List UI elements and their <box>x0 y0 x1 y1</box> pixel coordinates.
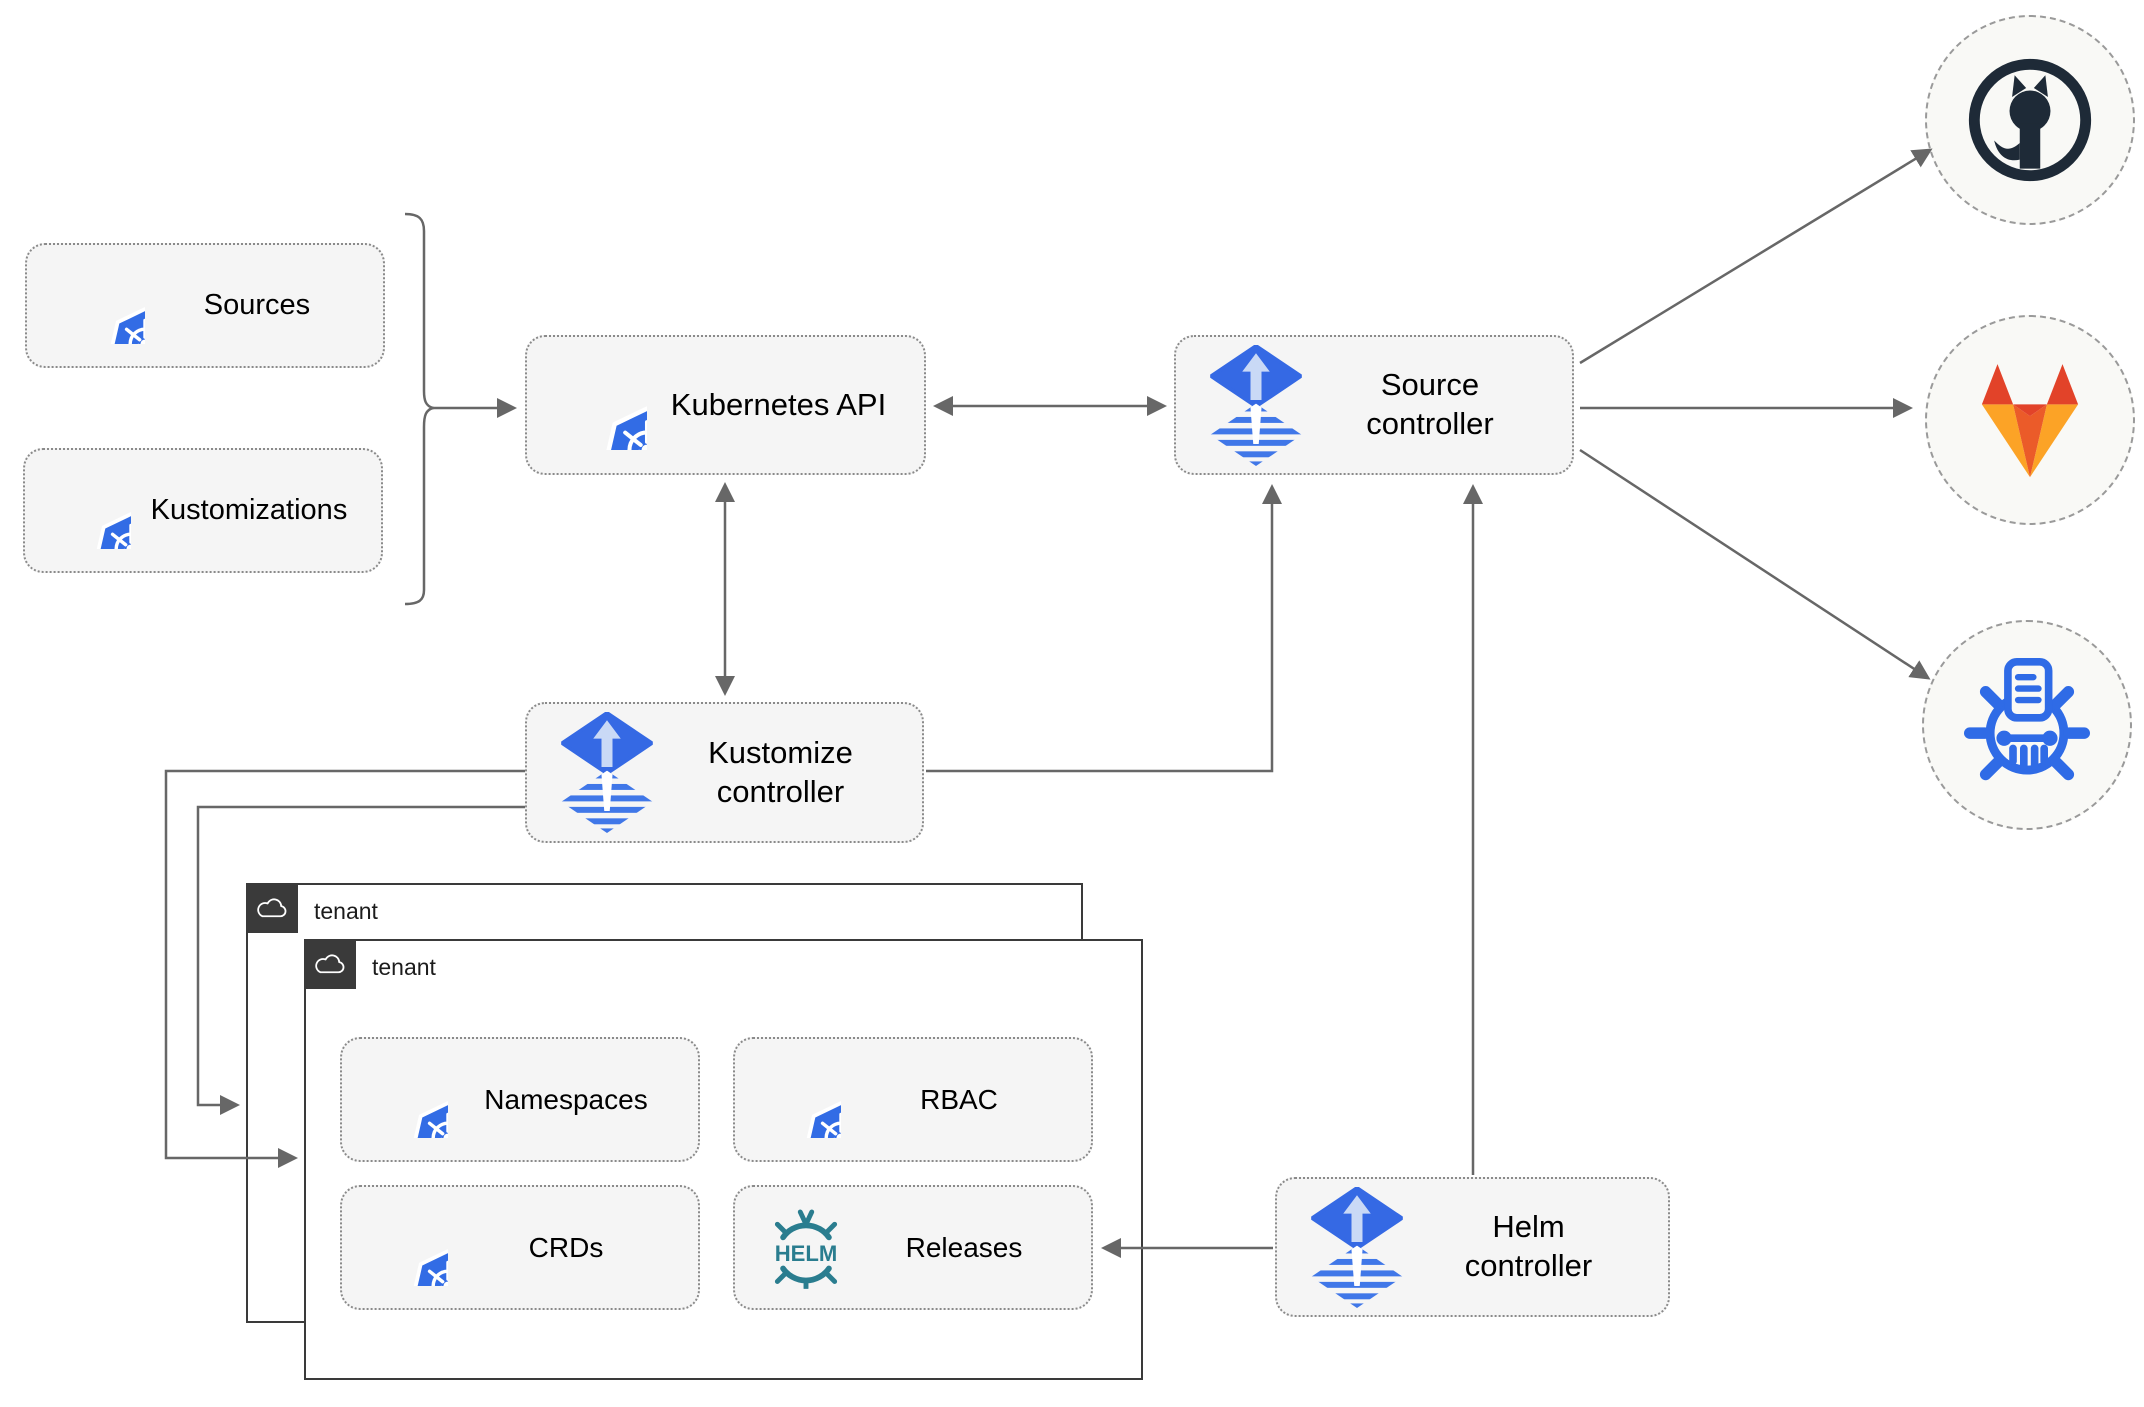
svg-text:HELM: HELM <box>775 1241 838 1266</box>
tenant-front-label: tenant <box>372 954 436 980</box>
node-kustomize-controller-label: Kustomize controller <box>708 734 853 809</box>
harbor-endpoint <box>1922 620 2132 830</box>
node-releases-label: Releases <box>905 1232 1023 1263</box>
brace-sources-group <box>404 212 438 606</box>
flux-icon <box>561 712 653 833</box>
node-rbac: RBAC <box>733 1037 1093 1162</box>
edge-source-controller-to-harbor <box>1579 448 1931 680</box>
github-icon <box>1966 56 2094 184</box>
node-kubernetes-api-label: Kubernetes API <box>670 386 887 422</box>
node-helm-controller-label: Helm controller <box>1464 1209 1593 1283</box>
node-source-controller: Source controller <box>1174 335 1574 475</box>
node-sources-label: Sources <box>203 289 311 322</box>
flux-icon <box>1210 345 1302 466</box>
kubernetes-icon <box>372 1210 448 1286</box>
node-helm-controller: Helm controller <box>1275 1177 1670 1317</box>
kubernetes-icon <box>55 473 131 549</box>
github-endpoint <box>1925 15 2135 225</box>
node-kustomizations-label: Kustomizations <box>150 494 348 527</box>
edge-source-controller-to-github <box>1579 148 1933 365</box>
gitlab-icon <box>1965 360 2095 480</box>
edge-kustomize-controller-to-source-controller <box>926 484 1282 773</box>
tenant-back-label: tenant <box>314 898 378 924</box>
node-namespaces: Namespaces <box>340 1037 700 1162</box>
kubernetes-icon <box>372 1062 448 1138</box>
node-kustomizations: Kustomizations <box>23 448 383 573</box>
node-source-controller-label: Source controller <box>1366 367 1494 441</box>
gitlab-endpoint <box>1925 315 2135 525</box>
kubernetes-icon <box>69 268 145 344</box>
helm-icon: HELM <box>761 1207 851 1289</box>
kubernetes-icon <box>557 360 647 450</box>
node-kubernetes-api: Kubernetes API <box>525 335 926 475</box>
node-crds: CRDs <box>340 1185 700 1310</box>
flux-icon <box>1311 1187 1403 1308</box>
node-sources: Sources <box>25 243 385 368</box>
kubernetes-icon <box>765 1062 841 1138</box>
harbor-registry-icon <box>1957 654 2097 797</box>
cloud-icon <box>304 939 356 989</box>
node-kustomize-controller: Kustomize controller <box>525 702 924 843</box>
node-namespaces-label: Namespaces <box>484 1084 648 1115</box>
node-releases: HELM Releases <box>733 1185 1093 1310</box>
node-crds-label: CRDs <box>528 1232 604 1263</box>
cloud-icon <box>246 883 298 933</box>
node-rbac-label: RBAC <box>920 1084 998 1115</box>
